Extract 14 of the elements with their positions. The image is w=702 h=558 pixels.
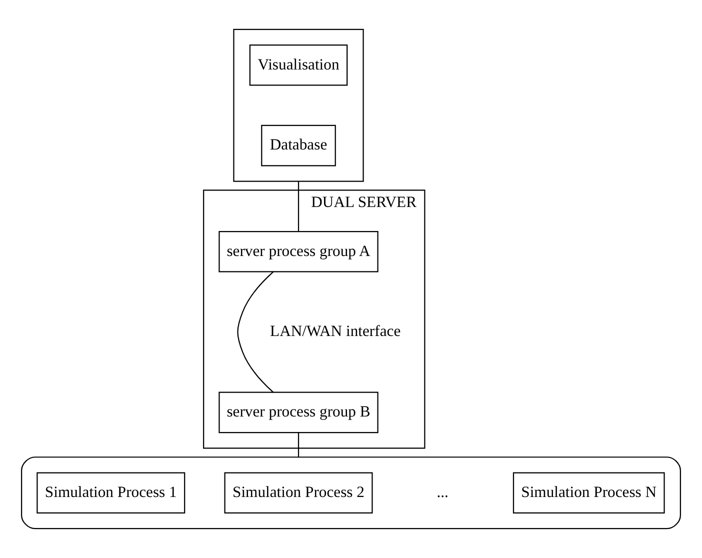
connector: [298, 432, 300, 458]
connector: [237, 271, 274, 393]
label: ...: [436, 484, 448, 501]
cluster: [233, 28, 364, 182]
node-box: Database: [261, 124, 336, 166]
node-box: Simulation Process N: [512, 472, 665, 514]
connector: [298, 181, 300, 232]
node-box: Simulation Process 1: [36, 472, 186, 514]
node-box: server process group B: [218, 392, 378, 434]
cluster: [21, 456, 681, 530]
label: LAN/WAN interface: [270, 323, 401, 340]
node-box: Visualisation: [249, 44, 348, 86]
node-box: server process group A: [218, 230, 378, 272]
node-box: Simulation Process 2: [224, 472, 373, 514]
